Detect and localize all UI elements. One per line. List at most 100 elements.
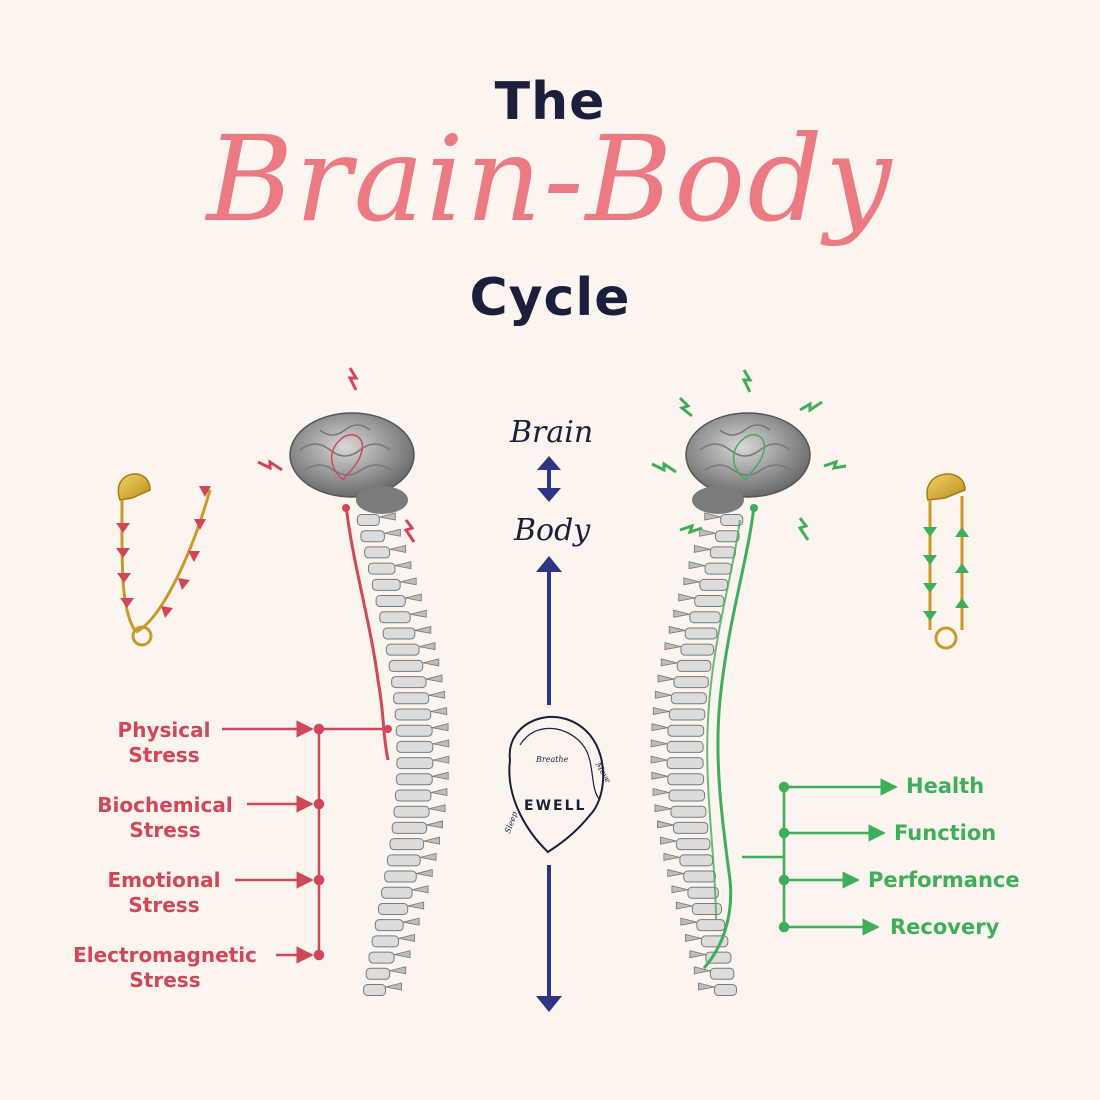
- vertebra: [375, 595, 406, 608]
- vertebra: [679, 854, 714, 867]
- vertebra: [666, 740, 704, 753]
- vertebra: [367, 562, 396, 575]
- vertebra-process: [693, 966, 711, 975]
- arrow-down-icon: [537, 488, 561, 502]
- vertebra: [379, 611, 411, 624]
- right-nerve-line: [702, 505, 756, 969]
- vertebra-process: [651, 723, 669, 732]
- vertebra-process: [651, 771, 668, 780]
- vertebra-process: [379, 512, 396, 521]
- green-lightning-icon: [797, 517, 810, 541]
- vertebra-process: [416, 869, 433, 878]
- vertebra-process: [400, 577, 417, 586]
- vertebra: [389, 838, 425, 851]
- vertebra-process: [652, 788, 670, 796]
- title-brain-body: Brain-Body: [206, 110, 894, 248]
- vertebra-process: [650, 755, 668, 764]
- vertebra: [709, 546, 736, 559]
- vertebra-process: [673, 609, 690, 618]
- stress-label-line: Stress: [128, 743, 200, 767]
- stress-label-line: Biochemical: [97, 793, 233, 817]
- vertebra: [381, 886, 413, 899]
- vertebra-process: [675, 901, 693, 910]
- vertebra-process: [650, 739, 668, 748]
- vertebra-process: [385, 982, 402, 991]
- red-lightning-icon: [347, 367, 359, 391]
- arrow-up-icon: [536, 556, 562, 572]
- title-the: The: [494, 72, 606, 132]
- vertebra: [694, 595, 725, 608]
- vertebra-process: [654, 690, 672, 699]
- vertebra-process: [410, 609, 427, 618]
- left-safety-pin-icon: [116, 473, 212, 647]
- stress-label-line: Stress: [129, 968, 201, 992]
- vertebra: [696, 919, 726, 932]
- vertebra: [670, 805, 707, 818]
- logo-word-breathe: Breathe: [536, 755, 569, 764]
- vertebra-process: [668, 625, 686, 634]
- arrow-up-icon: [537, 456, 561, 470]
- brain-label: Brain: [510, 415, 594, 450]
- vertebra: [676, 659, 712, 672]
- vertebra-process: [660, 836, 677, 845]
- left-cerebellum: [356, 486, 408, 514]
- vertebra: [368, 951, 395, 964]
- vertebra-process: [683, 577, 700, 586]
- vertebra-process: [667, 869, 684, 878]
- vertebra: [720, 514, 744, 526]
- vertebra: [396, 740, 434, 753]
- vertebra: [683, 870, 716, 883]
- vertebra-process: [428, 690, 446, 699]
- stress-label-line: Emotional: [107, 868, 221, 892]
- left-brain-highlight: [330, 434, 364, 481]
- benefit-label-health: Health: [906, 774, 985, 798]
- right-brain-spine: [650, 369, 847, 996]
- vertebra: [699, 578, 729, 591]
- stress-label-line: Electromagnetic: [73, 943, 257, 967]
- stress-label-biochemical: Biochemical Stress: [86, 793, 244, 843]
- left-nerve-line: [344, 504, 390, 761]
- vertebra: [668, 708, 706, 721]
- vertebra-process: [384, 528, 401, 537]
- green-lightning-icon: [823, 459, 847, 470]
- vertebra: [394, 708, 432, 721]
- vertebra: [365, 967, 391, 980]
- vertebra: [668, 789, 706, 802]
- vertebra: [364, 546, 391, 559]
- vertebra-process: [699, 528, 716, 537]
- benefit-label-function: Function: [894, 821, 997, 845]
- vertebra: [363, 984, 387, 996]
- vertebra: [666, 757, 704, 770]
- vertebra: [385, 643, 420, 656]
- vertebra-process: [398, 933, 416, 942]
- ewell-logo-icon: [508, 716, 605, 854]
- body-label: Body: [514, 513, 591, 548]
- vertebra: [670, 692, 707, 705]
- vertebra-process: [422, 658, 440, 667]
- green-lightning-icon: [678, 396, 693, 418]
- vertebra-process: [393, 950, 411, 959]
- vertebra: [667, 773, 705, 786]
- vertebra: [391, 676, 427, 689]
- green-lightning-icon: [799, 400, 823, 413]
- vertebra: [667, 724, 705, 737]
- vertebra: [384, 870, 417, 883]
- right-cerebellum: [692, 486, 744, 514]
- vertebra-process: [657, 820, 674, 829]
- vertebra: [391, 821, 428, 834]
- vertebra: [395, 724, 433, 737]
- vertebra: [395, 773, 433, 786]
- green-lightning-group: [651, 369, 847, 541]
- vertebra-process: [394, 561, 412, 570]
- vertebra-process: [432, 755, 450, 764]
- vertebra-process: [693, 544, 711, 553]
- vertebra-process: [414, 625, 432, 634]
- vertebra: [388, 659, 424, 672]
- stress-label-emotional: Emotional Stress: [96, 868, 232, 918]
- vertebra-process: [412, 885, 429, 894]
- benefit-connectors: [742, 778, 898, 936]
- vertebra: [374, 919, 404, 932]
- arrow-down-icon: [536, 996, 562, 1012]
- vertebra-process: [684, 933, 702, 942]
